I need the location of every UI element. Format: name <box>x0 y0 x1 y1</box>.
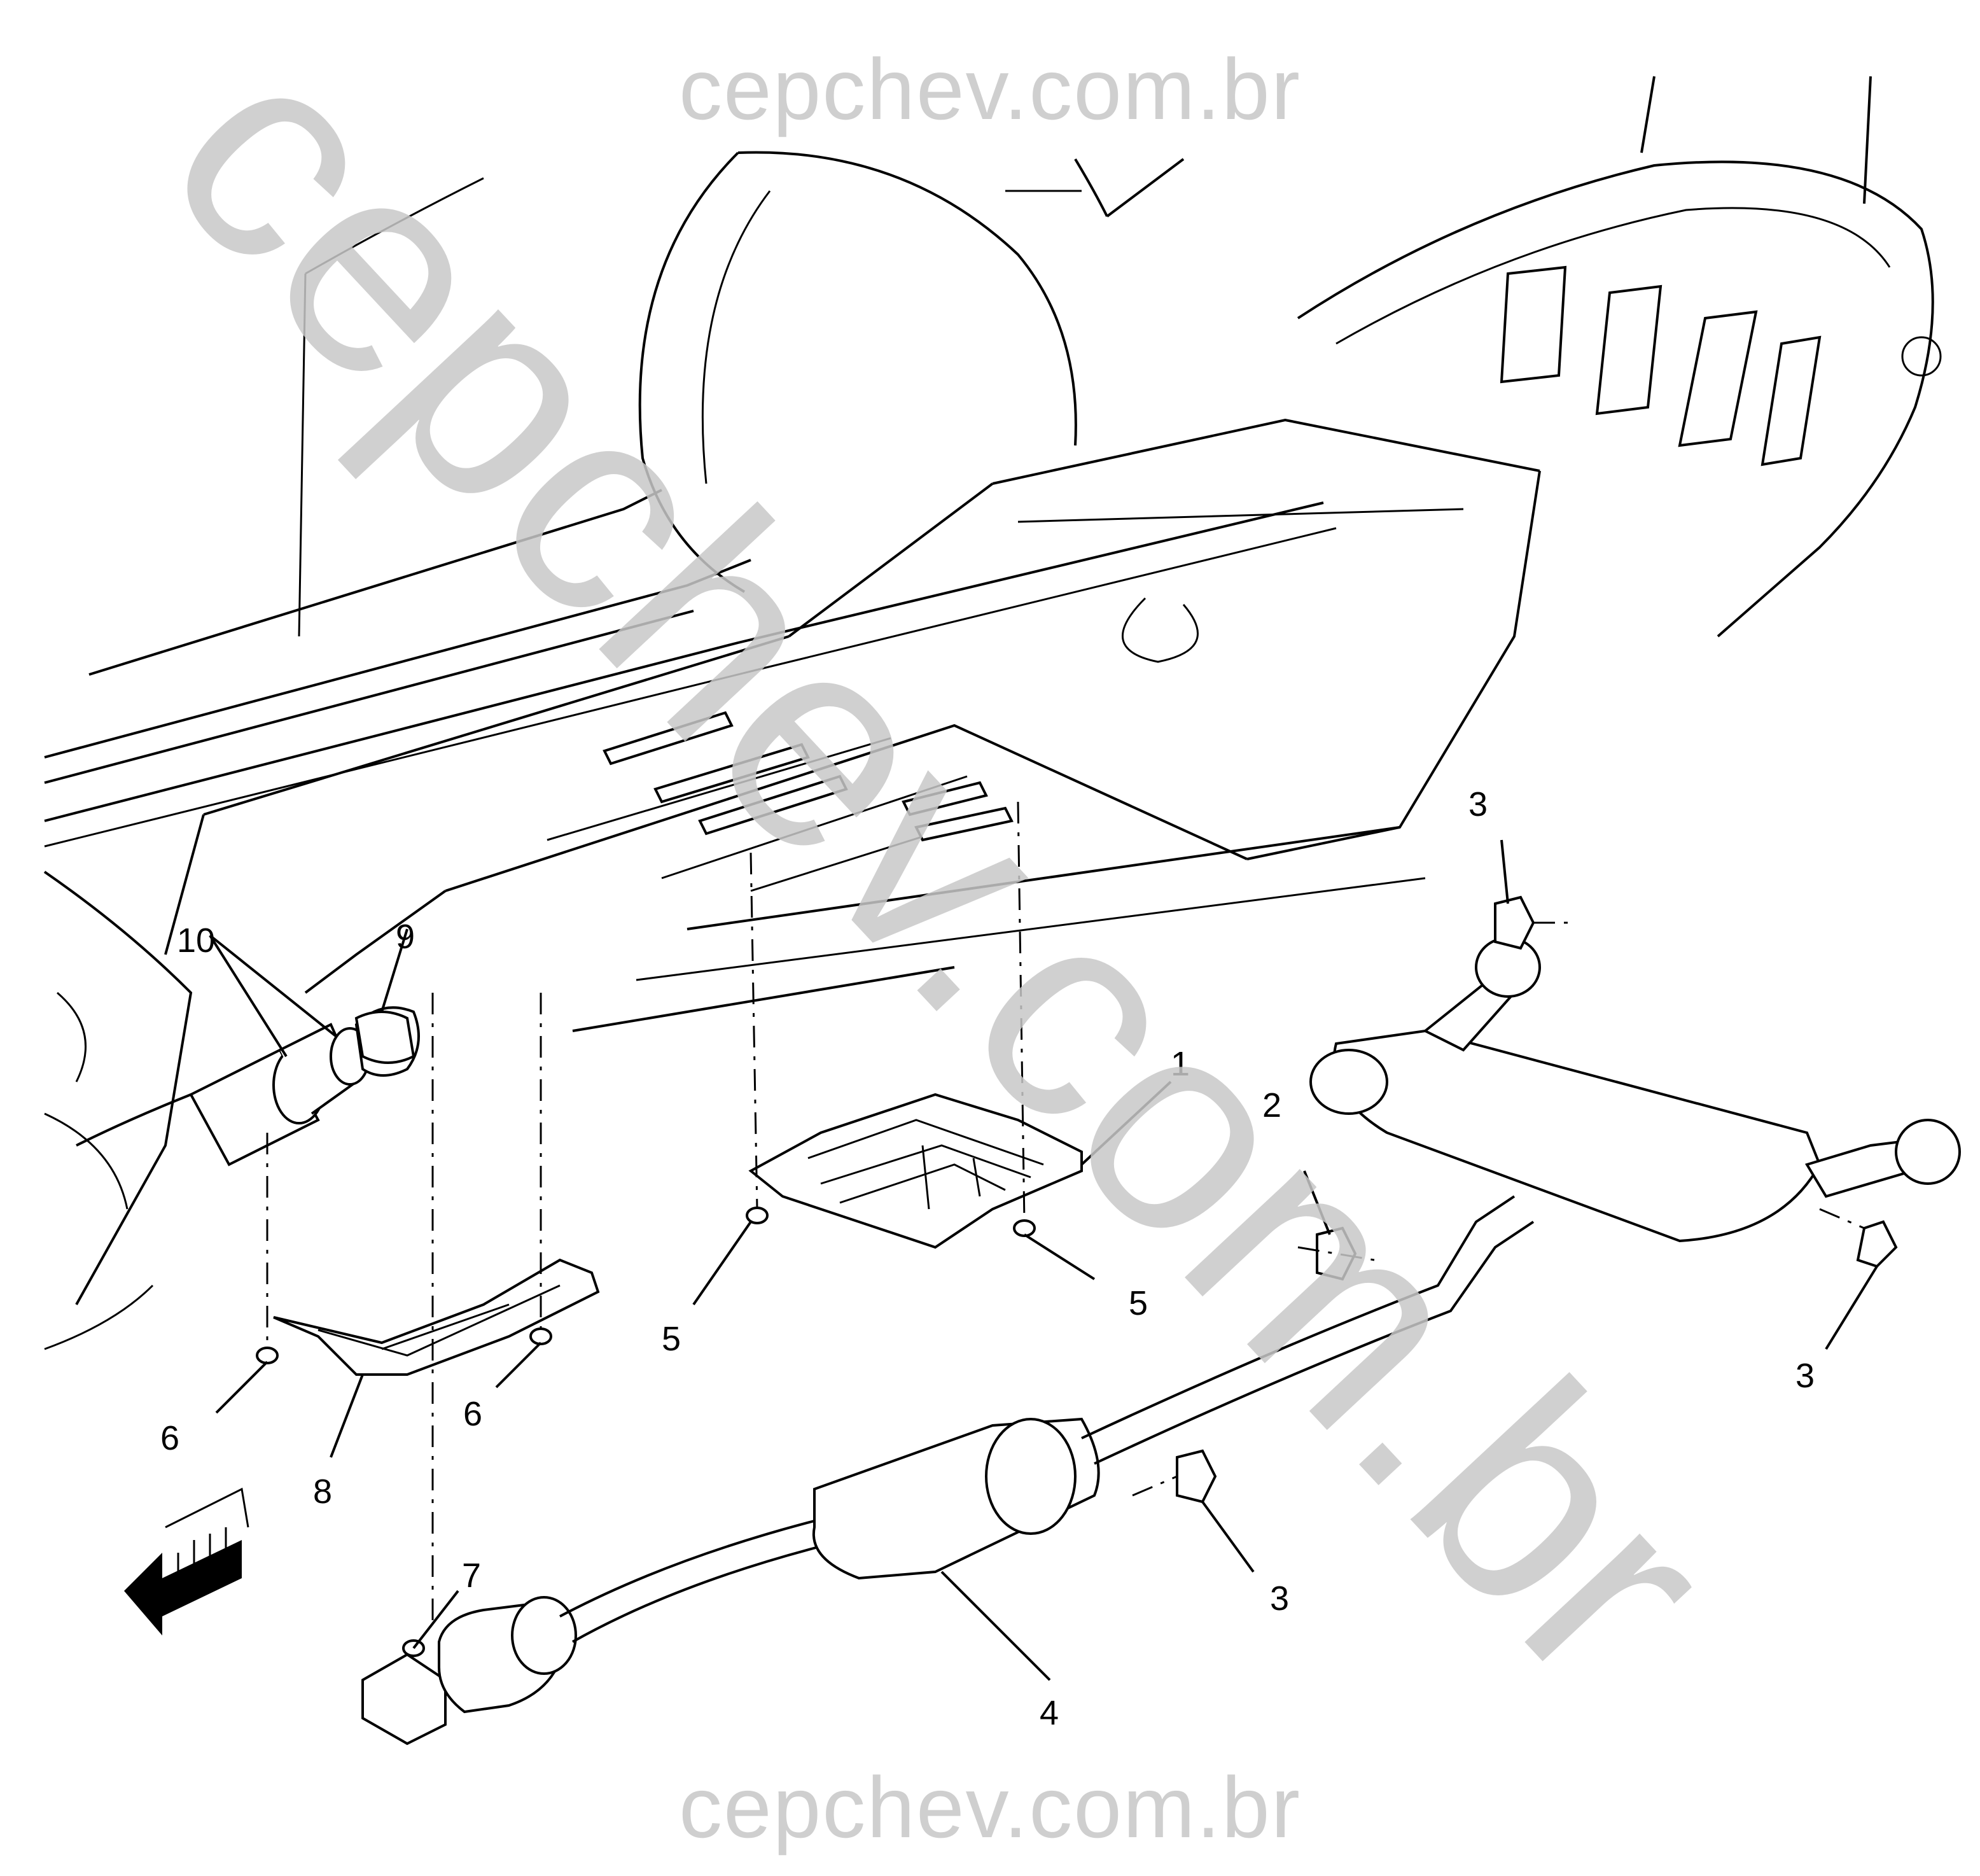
exhaust-pipe-assembly <box>361 937 1961 1746</box>
callout-4: 4 <box>1040 1694 1059 1732</box>
callout-3-upper: 3 <box>1468 785 1488 823</box>
callout-3-center: 3 <box>1270 1579 1289 1618</box>
callout-6-right: 6 <box>463 1395 482 1433</box>
callout-3-right: 3 <box>1795 1357 1815 1395</box>
callout-7: 7 <box>462 1557 481 1595</box>
callout-5-right: 5 <box>1129 1284 1148 1322</box>
insulator-2 <box>1297 1226 1375 1281</box>
heat-shield-front <box>273 1258 600 1376</box>
watermark-bottom: cepchev.com.br <box>679 1759 1301 1856</box>
fasteners <box>256 801 1036 1657</box>
front-direction-arrow-icon <box>124 1487 249 1635</box>
callout-1: 1 <box>1171 1045 1190 1083</box>
callout-10: 10 <box>177 921 215 960</box>
gasket-9 <box>354 1011 415 1064</box>
watermark-top: cepchev.com.br <box>679 41 1301 137</box>
callout-5-left: 5 <box>662 1320 681 1358</box>
hanger-rear-upper <box>1494 895 1572 950</box>
callout-9: 9 <box>396 918 415 956</box>
callout-2: 2 <box>1262 1086 1281 1124</box>
heat-shield-rear <box>748 1093 1083 1249</box>
hanger-center <box>1132 1449 1217 1504</box>
leader-lines <box>209 839 1878 1681</box>
callout-6-left: 6 <box>160 1419 179 1457</box>
hanger-rear-lower <box>1819 1208 1898 1268</box>
callout-8: 8 <box>313 1473 332 1511</box>
vehicle-underbody <box>43 76 1942 1350</box>
